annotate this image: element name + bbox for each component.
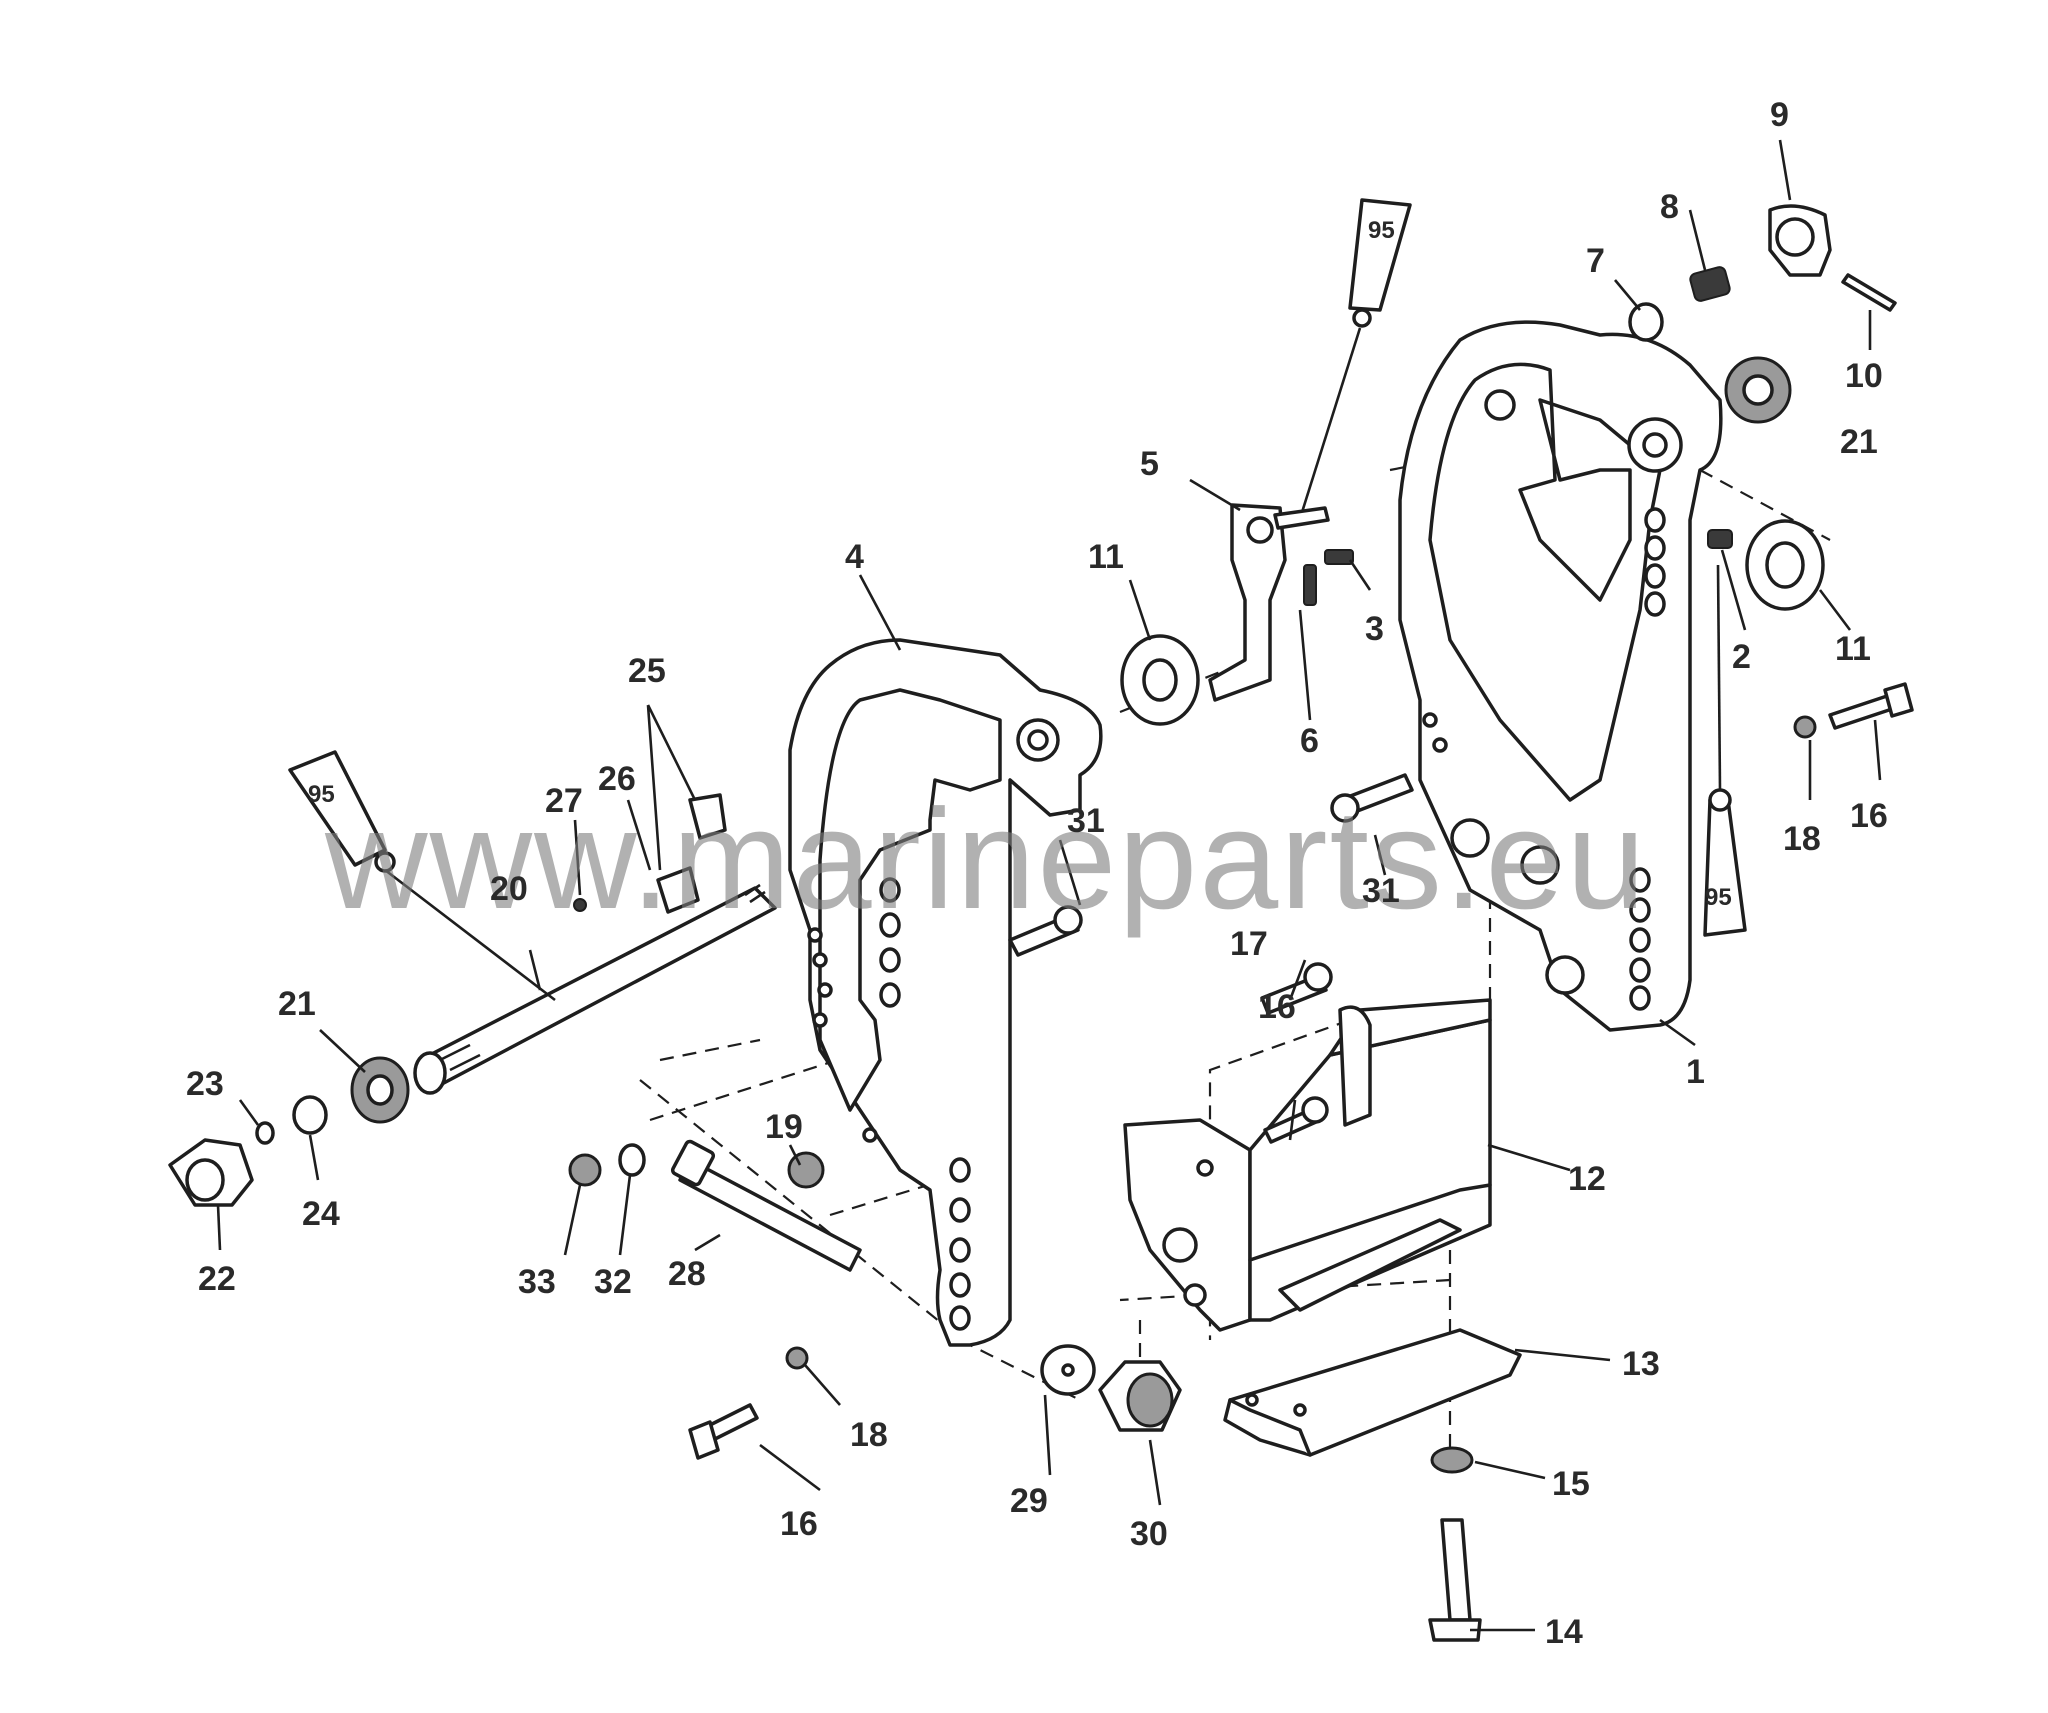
callout-30: 30: [1130, 1515, 1168, 1553]
callout-3: 3: [1365, 610, 1384, 648]
callout-8: 8: [1660, 188, 1679, 226]
callout-10: 10: [1845, 357, 1883, 395]
callout-28: 28: [668, 1255, 706, 1293]
callout-20: 20: [490, 870, 528, 908]
callout-21-left: 21: [278, 985, 316, 1023]
callout-11-right: 11: [1835, 630, 1871, 668]
callout-12: 12: [1568, 1160, 1606, 1198]
sealant-tube-right: 95: [1703, 564, 1747, 937]
plate: [1223, 1328, 1522, 1457]
sealant-code-label: 95: [1368, 217, 1395, 244]
callout-2: 2: [1732, 638, 1751, 676]
callout-labels: 1 2 3 4 5 6 7 8 9 10 11 11 12 13 14 15 1…: [186, 96, 1888, 1651]
transom-bracket-left: [788, 638, 1103, 1347]
callout-18-left: 18: [850, 1416, 888, 1454]
sealant-tube-top: 95: [1296, 198, 1412, 526]
sealant-tube-left: 95: [288, 750, 556, 1002]
callout-16-right: 16: [1850, 797, 1888, 835]
tilt-tube: [413, 883, 777, 1095]
sealant-code-label: 95: [1705, 884, 1732, 911]
callout-18-right: 18: [1783, 820, 1821, 858]
callout-21-right: 21: [1840, 423, 1878, 461]
callout-33: 33: [518, 1263, 556, 1301]
callout-25: 25: [628, 652, 666, 690]
callout-13: 13: [1622, 1345, 1660, 1383]
watermark-text: www.marineparts.eu: [324, 780, 1647, 939]
callout-6: 6: [1300, 722, 1319, 760]
callout-31-right: 31: [1362, 872, 1400, 910]
transom-bracket-right: [1398, 320, 1723, 1032]
callout-16-left: 16: [780, 1505, 818, 1543]
leader-lines: [216, 139, 1882, 1632]
callout-32: 32: [594, 1263, 632, 1301]
callout-14: 14: [1545, 1613, 1583, 1651]
callout-31-middle: 31: [1067, 802, 1105, 840]
callout-15: 15: [1552, 1465, 1590, 1503]
callout-19: 19: [765, 1108, 803, 1146]
callout-26: 26: [598, 760, 636, 798]
callout-22: 22: [198, 1260, 236, 1298]
callout-7: 7: [1586, 242, 1605, 280]
small-hardware: [168, 204, 1914, 1642]
callout-16-middle: 16: [1258, 988, 1296, 1026]
swivel-housing: [1123, 998, 1492, 1332]
callout-17: 17: [1230, 925, 1268, 963]
callout-1: 1: [1686, 1053, 1705, 1091]
callout-4: 4: [845, 538, 864, 576]
callout-24: 24: [302, 1195, 340, 1233]
callout-11-left: 11: [1088, 538, 1124, 576]
callout-23: 23: [186, 1065, 224, 1103]
sealant-code-label: 95: [308, 781, 335, 808]
callout-29: 29: [1010, 1482, 1048, 1520]
callout-9: 9: [1770, 96, 1789, 134]
callout-27: 27: [545, 782, 583, 820]
callout-5: 5: [1140, 445, 1159, 483]
